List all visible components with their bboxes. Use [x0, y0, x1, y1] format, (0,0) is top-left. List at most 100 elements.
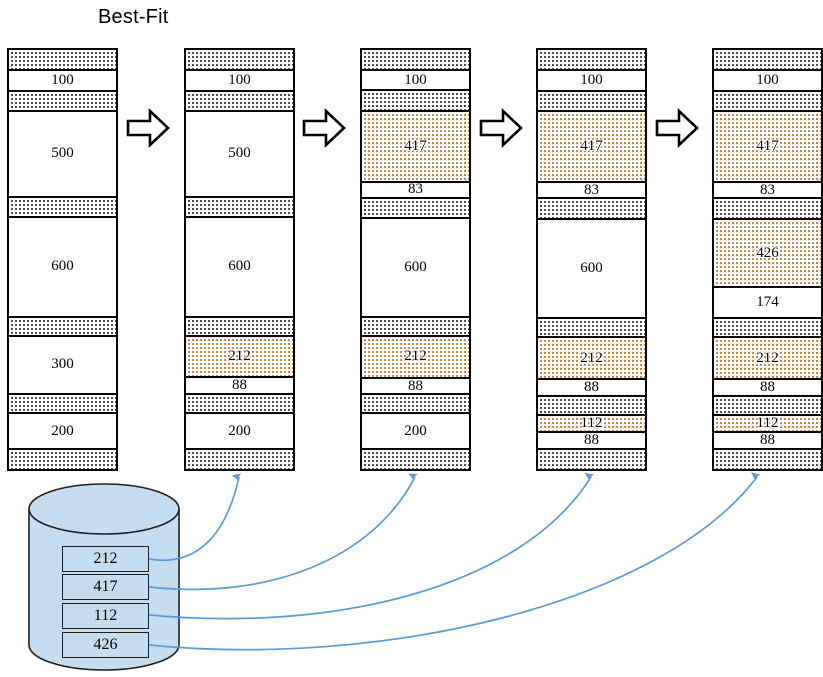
- allocated-block: 417: [538, 112, 645, 184]
- block-size-label: 212: [404, 348, 427, 365]
- block-size-label: 112: [580, 415, 603, 431]
- occupied-block: [714, 397, 821, 416]
- block-size-label: 600: [228, 258, 251, 275]
- free-block: 88: [538, 432, 645, 450]
- occupied-block: [9, 50, 116, 71]
- block-size-label: 600: [404, 259, 427, 276]
- block-size-label: 100: [51, 71, 74, 88]
- free-block: 600: [9, 218, 116, 318]
- occupied-block: [538, 397, 645, 416]
- block-size-label: 212: [756, 349, 779, 366]
- occupied-block: [362, 450, 469, 469]
- request-item-426[interactable]: 426: [62, 632, 149, 658]
- allocated-block: 212: [538, 338, 645, 380]
- occupied-block: [186, 317, 293, 337]
- block-size-label: 600: [580, 260, 603, 277]
- block-size-label: 88: [232, 378, 247, 394]
- occupied-block: [362, 198, 469, 220]
- step-arrow-2: [302, 107, 346, 149]
- block-size-label: 417: [580, 138, 603, 155]
- free-block: 88: [538, 380, 645, 398]
- block-size-label: 88: [760, 432, 775, 448]
- block-size-label: 500: [51, 145, 74, 162]
- occupied-block: [9, 197, 116, 219]
- connector-417: [148, 473, 419, 591]
- occupied-block: [186, 395, 293, 415]
- occupied-block: [538, 91, 645, 113]
- block-size-label: 83: [760, 183, 775, 198]
- free-block: 600: [186, 218, 293, 318]
- block-size-label: 100: [580, 71, 603, 88]
- step-arrow-4: [655, 107, 699, 149]
- request-item-112[interactable]: 112: [62, 603, 149, 629]
- allocated-block: 112: [538, 415, 645, 433]
- free-block: 600: [362, 219, 469, 319]
- occupied-block: [362, 91, 469, 113]
- allocated-block: 417: [714, 112, 821, 184]
- occupied-block: [186, 50, 293, 71]
- free-block: 200: [9, 414, 116, 450]
- block-size-label: 500: [228, 145, 251, 162]
- occupied-block: [538, 319, 645, 339]
- allocated-block: 112: [714, 415, 821, 433]
- allocated-block: 212: [186, 336, 293, 379]
- block-size-label: 212: [580, 349, 603, 366]
- step-arrow-3: [479, 107, 523, 149]
- block-size-label: 417: [756, 138, 779, 155]
- free-block: 83: [714, 183, 821, 200]
- free-block: 88: [362, 378, 469, 396]
- occupied-block: [714, 199, 821, 221]
- request-item-417[interactable]: 417: [62, 574, 149, 600]
- free-block: 88: [714, 380, 821, 398]
- block-size-label: 200: [228, 422, 251, 439]
- block-size-label: 200: [51, 422, 74, 439]
- block-size-label: 100: [404, 71, 427, 88]
- occupied-block: [714, 50, 821, 71]
- request-size-label: 212: [93, 550, 118, 567]
- block-size-label: 112: [756, 415, 779, 431]
- occupied-block: [9, 91, 116, 113]
- request-item-212[interactable]: 212: [62, 546, 149, 572]
- block-size-label: 88: [584, 380, 599, 396]
- occupied-block: [538, 199, 645, 221]
- block-size-label: 417: [404, 137, 427, 154]
- occupied-block: [714, 319, 821, 339]
- request-size-label: 426: [93, 636, 118, 653]
- block-size-label: 83: [584, 183, 599, 198]
- free-block: 100: [362, 70, 469, 92]
- occupied-block: [186, 91, 293, 113]
- free-block: 500: [186, 112, 293, 198]
- occupied-block: [186, 449, 293, 469]
- free-block: 100: [9, 70, 116, 92]
- block-size-label: 100: [228, 71, 251, 88]
- free-block: 100: [538, 70, 645, 92]
- block-size-label: 88: [408, 378, 423, 394]
- free-block: 83: [538, 183, 645, 200]
- connector-112: [148, 472, 595, 620]
- block-size-label: 426: [756, 244, 779, 261]
- block-size-label: 300: [51, 356, 74, 373]
- free-block: 200: [362, 414, 469, 451]
- free-block: 200: [186, 414, 293, 450]
- occupied-block: [714, 449, 821, 469]
- memory-column-3: 100 417 83 600 212 88 200: [360, 48, 471, 471]
- block-size-label: 212: [228, 347, 251, 364]
- occupied-block: [714, 91, 821, 113]
- occupied-block: [9, 395, 116, 415]
- block-size-label: 600: [51, 258, 74, 275]
- free-block: 300: [9, 336, 116, 396]
- free-block: 88: [186, 378, 293, 396]
- allocated-block: 212: [362, 337, 469, 379]
- occupied-block: [362, 318, 469, 338]
- free-block: 100: [714, 70, 821, 92]
- free-block: 600: [538, 220, 645, 320]
- memory-column-2: 100 500 600 212 88 200: [184, 48, 295, 471]
- allocated-block: 417: [362, 112, 469, 183]
- free-block: 100: [186, 70, 293, 92]
- free-block: 83: [362, 182, 469, 199]
- free-block: 174: [714, 288, 821, 320]
- allocated-block: 212: [714, 338, 821, 380]
- block-size-label: 100: [756, 71, 779, 88]
